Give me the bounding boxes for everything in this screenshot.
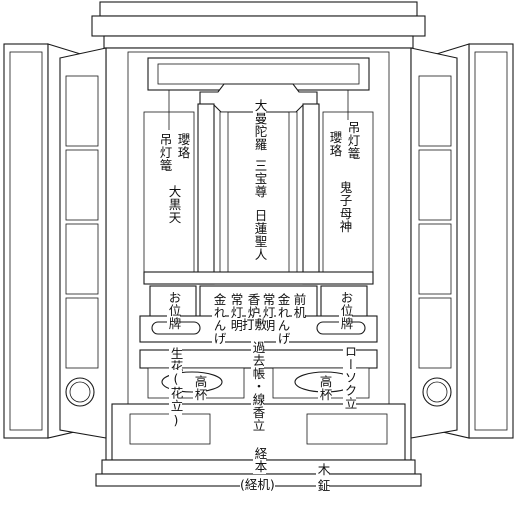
label-mokugyo: 木	[315, 462, 331, 477]
left-door-panel-2	[65, 149, 99, 221]
left-column	[197, 103, 215, 285]
right-door-panel-1	[418, 75, 452, 147]
label-tsuritoro-right: 吊灯篭	[345, 120, 361, 161]
label-kinrenge-right: 金れんげ	[275, 292, 291, 346]
label-mokugyo2: 鉦	[315, 478, 331, 493]
cornice-top	[99, 1, 418, 17]
lintel-inner	[157, 63, 360, 85]
label-daikokuten: 大黒天	[166, 184, 182, 225]
right-inner-column	[288, 111, 298, 285]
base-right-panel	[306, 413, 388, 445]
right-outer-door-inner	[474, 51, 508, 431]
cornice-middle	[91, 15, 426, 37]
right-round-window-inner	[426, 381, 448, 403]
left-door-panel-3	[65, 223, 99, 295]
label-sanboson: 三宝尊	[252, 158, 268, 199]
cornice-base	[103, 35, 414, 49]
label-takatsuki-left: 高杯	[192, 374, 208, 402]
label-oihai-left: お位牌	[166, 290, 182, 331]
label-seika-tate: (花立)	[168, 370, 184, 429]
label-uchishiki: 打敷	[242, 317, 268, 333]
label-nichiren: 日蓮聖人	[252, 208, 268, 262]
right-door-panel-2	[418, 149, 452, 221]
upper-shelf	[143, 271, 374, 285]
label-daimandara: 大曼陀羅	[252, 98, 268, 152]
label-kishimojin: 鬼子母神	[337, 180, 353, 234]
label-koro: 香炉	[245, 292, 261, 320]
label-kakocho-senkotate: 過去帳・線香立	[250, 340, 266, 433]
label-kyozukue: (経机)	[240, 477, 275, 493]
right-door-panel-3	[418, 223, 452, 295]
label-takatsuki-right: 高杯	[317, 374, 333, 402]
label-yoraku-right: 瓔珞	[327, 130, 343, 158]
left-round-window-inner	[69, 381, 91, 403]
left-inner-column	[219, 111, 229, 285]
label-yoraku-left: 瓔珞	[175, 132, 191, 160]
left-door-panel-1	[65, 75, 99, 147]
label-maezukue: 前机	[291, 292, 307, 320]
left-outer-door-inner	[9, 51, 43, 431]
label-seika: 生花	[168, 346, 184, 374]
right-door-panel-4	[418, 297, 452, 369]
label-rosokutate: ローソク立	[342, 344, 358, 411]
left-door-panel-4	[65, 297, 99, 369]
label-tsuritoro-left: 吊灯篭	[157, 132, 173, 173]
label-oihai-right: お位牌	[338, 290, 354, 331]
label-kyohon: 経本	[252, 446, 268, 474]
label-jotomyo-left: 常灯明	[228, 292, 244, 333]
right-column	[302, 103, 320, 285]
label-kinrenge-left: 金れんげ	[211, 292, 227, 346]
